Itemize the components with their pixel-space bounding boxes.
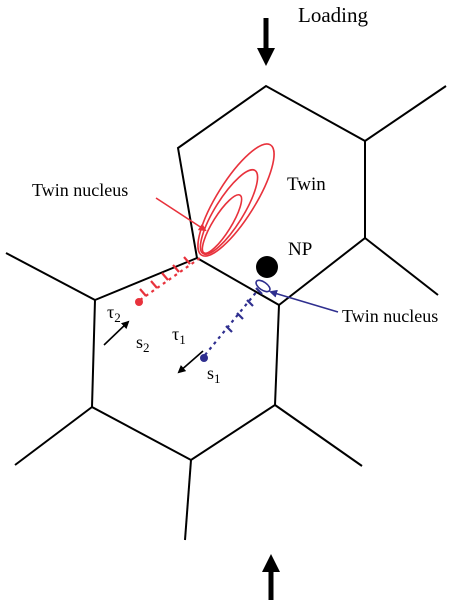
tau1-label: τ1 [172, 324, 186, 347]
source-s2-dot [135, 298, 143, 306]
source-s1-dot [200, 354, 208, 362]
lower-grain-boundary [90, 257, 280, 462]
s2-label: s2 [136, 332, 150, 355]
twin-nucleus-red-loops [197, 143, 275, 257]
red-dislocation-pileup [139, 256, 201, 301]
tau1-arrow [177, 350, 204, 374]
twin-nucleus-red-leader [155, 197, 207, 232]
blue-dislocation-pileup [204, 287, 263, 356]
tau2-arrow [103, 320, 130, 346]
loading-arrow-top [257, 18, 275, 66]
twin-label: Twin [287, 174, 326, 195]
np-label: NP [288, 239, 312, 260]
nanoparticle [256, 256, 278, 278]
loading-arrow-bottom [262, 554, 280, 600]
twin-nucleus-blue-leader [269, 289, 339, 313]
loading-label: Loading [298, 3, 368, 27]
tau2-label: τ2 [107, 302, 121, 325]
twin-nucleus-blue-label: Twin nucleus [342, 306, 438, 326]
upper-grain-boundary [176, 84, 366, 306]
twin-nucleus-red-label: Twin nucleus [32, 180, 128, 200]
s1-label: s1 [207, 363, 221, 386]
grain-boundaries [5, 84, 447, 541]
